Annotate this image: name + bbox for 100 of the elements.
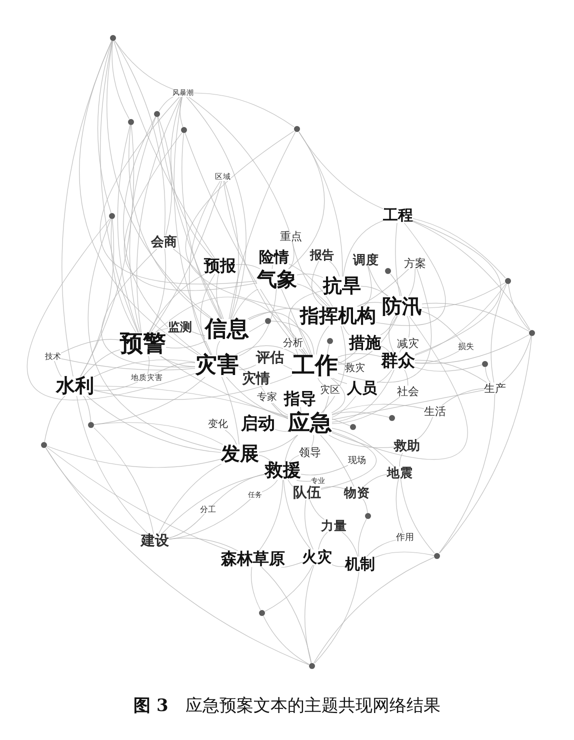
connecting-line: [82, 395, 92, 422]
connecting-line: [490, 284, 507, 383]
connecting-line: [414, 284, 506, 356]
connecting-line: [192, 331, 206, 336]
keyword: 群众: [381, 352, 415, 370]
connecting-line: [46, 446, 222, 468]
connecting-line: [400, 478, 435, 554]
connecting-line: [94, 359, 196, 378]
connecting-line: [502, 336, 532, 383]
connecting-line: [342, 532, 358, 557]
connecting-line: [76, 395, 148, 534]
connecting-line: [182, 132, 221, 320]
keyword: 指挥机构: [300, 306, 376, 326]
connecting-line: [80, 218, 114, 377]
keyword: 重点: [280, 230, 302, 242]
network-dot: [41, 442, 47, 448]
connecting-line: [180, 96, 184, 128]
connecting-line: [226, 376, 288, 419]
network-dot: [365, 513, 371, 519]
connecting-line: [123, 116, 202, 356]
connecting-line: [272, 264, 273, 270]
connecting-line: [320, 434, 354, 487]
connecting-line: [261, 566, 312, 664]
connecting-line: [232, 288, 258, 320]
connecting-line: [380, 316, 398, 336]
connecting-line: [422, 311, 463, 344]
connecting-line: [46, 448, 310, 666]
keyword: 方案: [404, 258, 426, 268]
keyword: 森林草原: [221, 551, 285, 567]
keyword: 生活: [424, 406, 446, 416]
keyword: 会商: [151, 236, 177, 248]
connecting-line: [331, 564, 346, 567]
keyword: 物资: [344, 486, 370, 499]
keyword: 分工: [200, 506, 216, 514]
connecting-line: [184, 132, 306, 355]
connecting-line: [374, 552, 434, 558]
connecting-line: [193, 92, 294, 128]
connecting-line: [168, 514, 205, 538]
network-dot: [181, 127, 187, 133]
connecting-line: [262, 480, 278, 492]
connecting-line: [100, 40, 138, 333]
network-dot: [505, 278, 511, 284]
connecting-line: [439, 336, 532, 554]
connecting-line: [380, 346, 390, 353]
connecting-line: [155, 296, 308, 355]
keyword: 变化: [208, 420, 228, 430]
connecting-line: [300, 465, 348, 476]
network-dot: [385, 268, 391, 274]
network-dot: [88, 422, 94, 428]
connecting-line: [129, 116, 156, 333]
connecting-line: [388, 316, 396, 353]
connecting-line: [94, 375, 292, 400]
keyword: 分析: [283, 339, 303, 349]
connecting-line: [316, 325, 330, 355]
connecting-line: [317, 377, 325, 386]
connecting-line: [332, 395, 356, 418]
connecting-line: [250, 566, 261, 610]
connecting-line: [117, 124, 139, 333]
connecting-line: [342, 325, 350, 336]
connecting-line: [338, 268, 432, 382]
connecting-line: [364, 474, 388, 487]
keyword: 力量: [321, 520, 347, 532]
connecting-line: [228, 132, 296, 320]
connecting-line: [298, 132, 343, 277]
connecting-line: [94, 381, 139, 391]
keyword: 人员: [347, 380, 377, 396]
connecting-line: [358, 268, 410, 307]
connecting-line: [94, 376, 206, 425]
keyword: 灾情: [242, 372, 270, 386]
keyword: 启动: [241, 416, 275, 432]
connecting-line: [248, 308, 300, 320]
connecting-line: [238, 366, 247, 372]
connecting-line: [304, 564, 314, 664]
connecting-line: [159, 355, 288, 418]
connecting-line: [110, 218, 136, 333]
keyword: 专家: [257, 393, 277, 403]
connecting-line: [368, 266, 388, 296]
keyword: 队伍: [293, 486, 321, 500]
keyword: 技术: [45, 353, 61, 361]
connecting-line: [224, 180, 239, 320]
connecting-line: [332, 428, 394, 467]
connecting-line: [100, 96, 258, 284]
connecting-line: [186, 96, 246, 320]
network-dot: [482, 361, 488, 367]
connecting-line: [174, 96, 212, 356]
connecting-line: [148, 274, 205, 333]
connecting-line: [358, 518, 367, 557]
connecting-line: [288, 241, 294, 270]
connecting-line: [60, 358, 196, 370]
connecting-line: [82, 349, 120, 377]
connecting-line: [172, 248, 224, 320]
connecting-line: [332, 390, 484, 420]
connecting-line: [200, 274, 216, 356]
connecting-line: [114, 40, 215, 258]
connecting-line: [60, 339, 120, 354]
connecting-line: [485, 366, 491, 383]
keyword: 灾害: [195, 355, 239, 377]
network-dot: [110, 35, 116, 41]
network-dot: [265, 318, 271, 324]
connecting-line: [281, 288, 310, 355]
